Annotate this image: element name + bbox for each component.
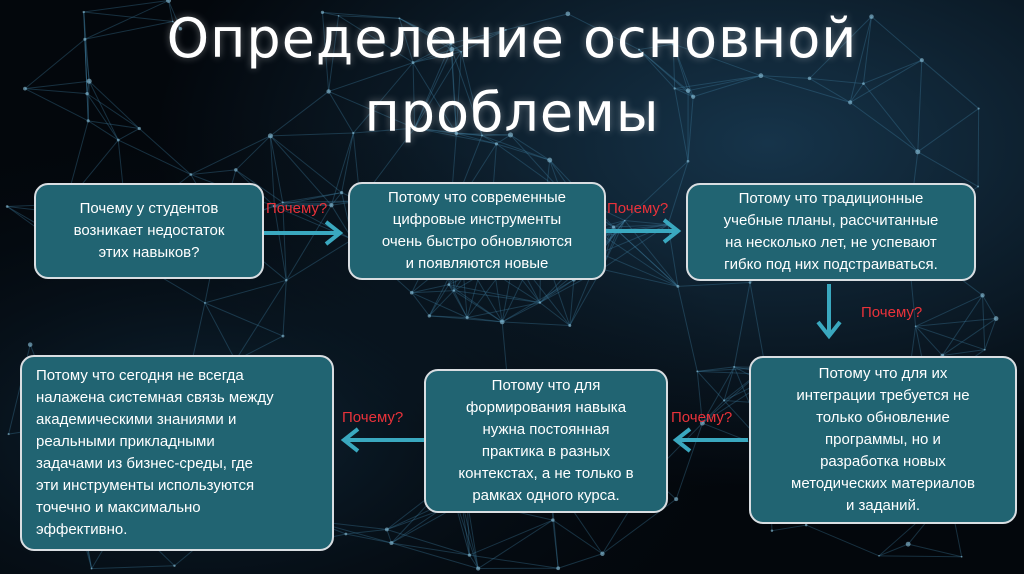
reason-box-2: Потому что традиционные учебные планы, р… bbox=[686, 183, 976, 281]
question-text: Почему у студентов возникает недостаток … bbox=[73, 200, 225, 261]
why-label-5: Почему? bbox=[342, 409, 404, 426]
reason-box-1: Потому что современные цифровые инструме… bbox=[348, 182, 606, 280]
reason-text-2: Потому что традиционные учебные планы, р… bbox=[723, 190, 939, 273]
arrow-left-2 bbox=[340, 427, 424, 453]
why-label-1: Почему? bbox=[266, 200, 328, 217]
reason-box-4: Потому что для формирования навыка нужна… bbox=[424, 369, 668, 513]
reason-box-3: Потому что для их интеграции требуется н… bbox=[749, 356, 1017, 524]
reason-box-5: Потому что сегодня не всегда налажена си… bbox=[20, 355, 334, 551]
why-label-2: Почему? bbox=[607, 200, 669, 217]
question-box: Почему у студентов возникает недостаток … bbox=[34, 183, 264, 279]
page-title: Определение основной проблемы bbox=[166, 7, 858, 144]
reason-text-3: Потому что для их интеграции требуется н… bbox=[791, 365, 975, 514]
reason-text-4: Потому что для формирования навыка нужна… bbox=[458, 377, 634, 504]
reason-text-5: Потому что сегодня не всегда налажена си… bbox=[36, 367, 274, 538]
arrow-down bbox=[816, 284, 842, 340]
arrow-right-1 bbox=[264, 220, 344, 246]
why-label-4: Почему? bbox=[671, 409, 733, 426]
arrow-right-2 bbox=[606, 218, 682, 244]
arrow-left-1 bbox=[672, 427, 748, 453]
why-label-3: Почему? bbox=[861, 304, 923, 321]
reason-text-1: Потому что современные цифровые инструме… bbox=[381, 189, 573, 272]
